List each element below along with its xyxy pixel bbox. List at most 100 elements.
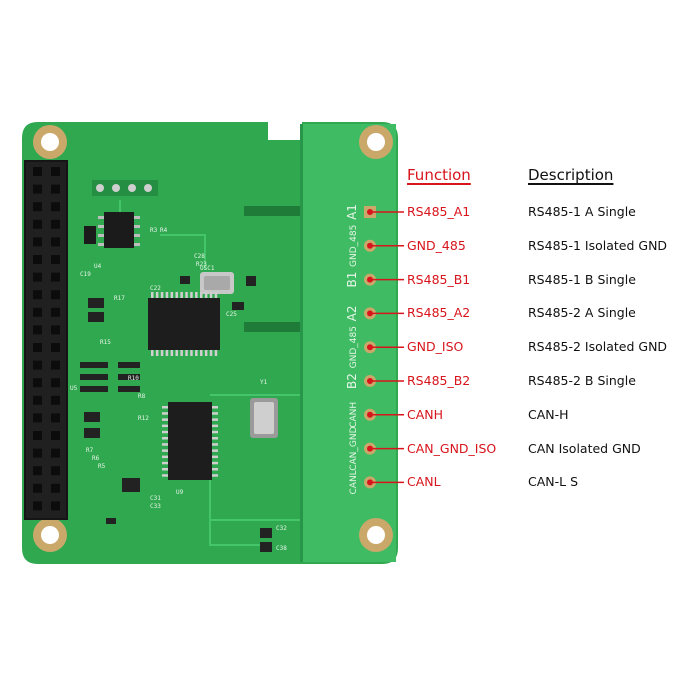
svg-text:C28: C28 <box>194 253 205 260</box>
function-label: RS485_B1 <box>407 271 471 287</box>
crystal-osc1 <box>200 272 234 294</box>
svg-text:U9: U9 <box>176 489 184 496</box>
gpio-pin-hole <box>51 307 60 317</box>
gpio-pin-hole <box>33 167 42 176</box>
svg-text:R8: R8 <box>138 393 146 400</box>
function-label: CANL <box>407 474 441 490</box>
mounting-hole-bottom-left <box>33 518 67 552</box>
terminal-pad <box>364 375 376 387</box>
silk-label: GND_485 <box>349 225 359 267</box>
function-label: RS485_A1 <box>407 204 471 219</box>
panel-slot-mid <box>244 322 300 332</box>
svg-text:OSC1: OSC1 <box>200 265 215 272</box>
description-label: CAN-H <box>528 406 569 422</box>
svg-text:R4: R4 <box>160 227 168 234</box>
gpio-pin-hole <box>51 413 60 423</box>
gpio-pin-hole <box>51 167 60 176</box>
gpio-pin-hole <box>33 272 42 282</box>
description-header: Description <box>528 166 614 184</box>
svg-text:C25: C25 <box>226 311 237 318</box>
description-label: RS485-2 B Single <box>528 373 636 388</box>
description-label: CAN Isolated GND <box>528 440 641 456</box>
panel-slot-top <box>244 206 300 216</box>
gpio-pin-hole <box>51 202 60 212</box>
svg-text:C38: C38 <box>276 545 287 552</box>
gpio-pin-hole <box>33 184 42 194</box>
svg-text:R3: R3 <box>150 227 158 234</box>
small-header-top <box>92 180 158 196</box>
gpio-pin-hole <box>33 431 42 440</box>
mounting-hole-top-left <box>33 125 67 159</box>
function-header: Function <box>407 166 471 184</box>
silk-label: A1 <box>345 204 359 220</box>
silk-label: GND_485 <box>349 326 359 368</box>
gpio-pin-hole <box>51 448 60 458</box>
silk-label: CAN_GND <box>349 426 359 470</box>
gpio-pin-hole <box>51 255 60 264</box>
chip-u9 <box>162 402 218 480</box>
svg-text:R17: R17 <box>114 295 125 302</box>
svg-text:C31: C31 <box>150 495 161 502</box>
gpio-pin-hole <box>33 483 42 493</box>
terminal-pad <box>364 273 376 286</box>
silk-label: B1 <box>345 272 359 288</box>
silk-label: A2 <box>345 305 359 321</box>
svg-text:R7: R7 <box>86 447 94 454</box>
gpio-pin-hole <box>33 413 42 423</box>
svg-text:R12: R12 <box>138 415 149 422</box>
description-label: RS485-1 Isolated GND <box>528 237 668 253</box>
silk-label: CANH <box>349 402 359 428</box>
gpio-pin-hole <box>51 483 60 493</box>
smd-component <box>84 226 96 244</box>
gpio-pin-hole <box>51 431 60 440</box>
svg-text:C33: C33 <box>150 503 161 510</box>
terminal-panel <box>302 124 396 562</box>
gpio-pin-hole <box>33 360 42 370</box>
description-label: CAN-L S <box>528 474 579 490</box>
svg-text:U4: U4 <box>94 263 102 270</box>
gpio-pin-hole <box>51 378 60 388</box>
chip-u4 <box>98 212 140 248</box>
smd-passives <box>80 276 272 552</box>
gpio-pin-hole <box>51 184 60 194</box>
gpio-pin-hole <box>33 219 42 229</box>
gpio-pin-holes <box>33 167 60 511</box>
function-label: RS485_A2 <box>407 305 471 321</box>
gpio-pin-hole <box>33 378 42 388</box>
description-label: RS485-2 A Single <box>528 305 636 321</box>
terminal-pad <box>364 239 376 252</box>
svg-text:R15: R15 <box>100 339 111 346</box>
terminal-pad <box>364 442 376 455</box>
gpio-pin-hole <box>51 360 60 370</box>
gpio-pin-hole <box>51 325 60 335</box>
silk-label: CANL <box>349 470 359 494</box>
function-label: GND_ISO <box>407 339 464 355</box>
gpio-pin-hole <box>51 501 60 511</box>
svg-text:C32: C32 <box>276 525 287 532</box>
description-label: RS485-1 A Single <box>528 204 636 219</box>
terminal-pad <box>364 206 376 218</box>
svg-text:C19: C19 <box>80 271 91 278</box>
gpio-pin-hole <box>51 272 60 282</box>
function-label: GND_485 <box>407 237 466 253</box>
gpio-pin-hole <box>51 395 60 405</box>
mounting-hole-top-right <box>359 125 393 159</box>
gpio-pin-hole <box>33 466 42 476</box>
terminal-pad <box>364 408 376 421</box>
gpio-pin-hole <box>33 202 42 212</box>
gpio-header <box>24 160 68 520</box>
panel-edge-shadow <box>300 124 303 562</box>
terminal-pad <box>364 307 376 320</box>
gpio-pin-hole <box>51 466 60 476</box>
svg-text:R23: R23 <box>196 261 207 268</box>
gpio-pin-hole <box>33 290 42 300</box>
function-label: CANH <box>407 406 444 422</box>
gpio-pin-hole <box>33 325 42 335</box>
gpio-pin-hole <box>33 395 42 405</box>
gpio-pin-hole <box>51 237 60 247</box>
chip-u7 <box>148 292 220 356</box>
function-label: CAN_GND_ISO <box>407 440 497 456</box>
